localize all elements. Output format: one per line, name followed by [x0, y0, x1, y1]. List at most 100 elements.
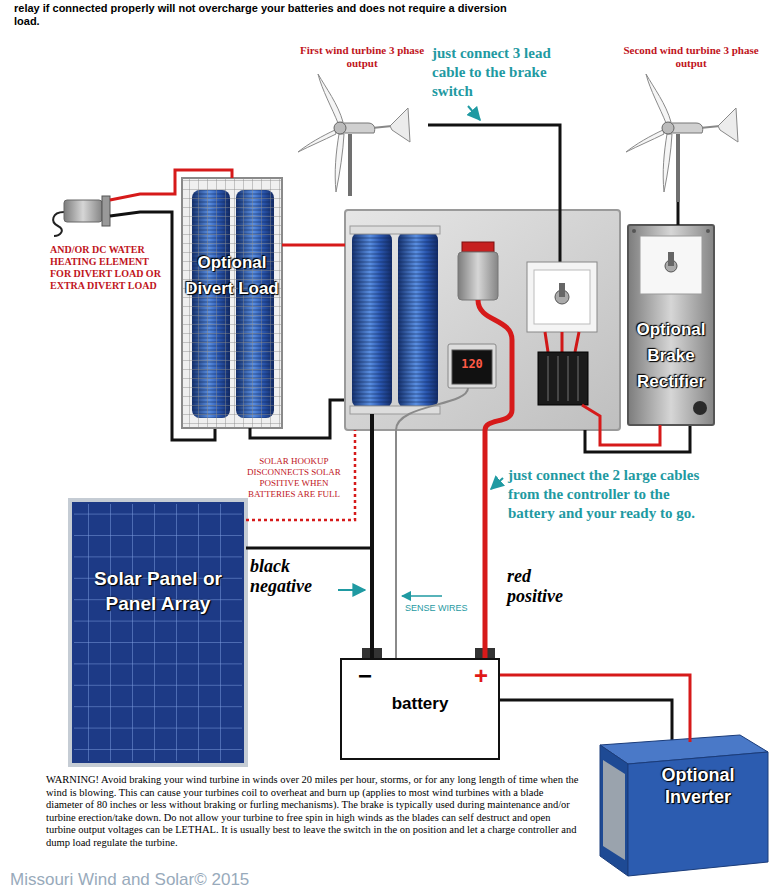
inverter-drawing [628, 752, 768, 876]
node-text: 120 [452, 357, 492, 371]
brake-rectifier-drawing [706, 229, 710, 233]
divert-load: Optional Divert Load [182, 178, 282, 428]
charge-controller-drawing [352, 232, 392, 408]
wire-connector [428, 125, 560, 210]
charge-controller-drawing [582, 405, 600, 430]
node-text: Optional Divert Load [184, 250, 280, 302]
divert-load-drawing [250, 400, 345, 438]
charge-controller-drawing [458, 252, 498, 300]
wind-turbine-drawing [348, 134, 352, 196]
wire-connector [282, 244, 345, 247]
wire-label: SENSE WIRES [404, 603, 478, 614]
wind-turbine: Second wind turbine 3 phase output [618, 44, 764, 202]
wire-label: black negative [248, 556, 334, 596]
charge-controller-drawing [398, 232, 438, 408]
solar-hookup-note: SOLAR HOOKUP DISCONNECTS SOLAR POSITIVE … [240, 456, 348, 500]
wind-turbine-drawing [334, 122, 346, 134]
charge-controller: 120 [345, 210, 620, 430]
wire-connector [483, 430, 488, 658]
charge-controller-drawing [559, 283, 565, 297]
charge-controller-drawing [398, 232, 438, 408]
wind-turbine-drawing [390, 108, 410, 142]
inverter-drawing [603, 760, 625, 860]
wire-connector [500, 675, 690, 728]
watermark: Missouri Wind and Solar© 2015 [10, 870, 310, 890]
inverter-drawing [600, 745, 628, 876]
charge-controller-drawing [452, 350, 492, 384]
charge-controller-drawing [350, 226, 440, 234]
wind-turbine-drawing [318, 74, 343, 123]
node-text: Optional Inverter [630, 764, 766, 808]
heating-element-drawing [53, 212, 64, 236]
brake-rectifier-drawing [628, 225, 714, 425]
solar-panel: Solar Panel or Panel Array [70, 500, 246, 765]
brake-rectifier-drawing [632, 229, 636, 233]
node-text: AND/OR DC WATER HEATING ELEMENT FOR DIVE… [50, 244, 164, 292]
charge-controller-drawing [548, 356, 578, 401]
node-text: battery [342, 694, 498, 714]
charge-controller-drawing [527, 262, 597, 332]
charge-controller-drawing [448, 344, 496, 388]
brake-rectifier-drawing [628, 225, 714, 425]
divert-load-drawing [182, 178, 282, 428]
solar-panel-drawing [246, 547, 370, 550]
charge-controller-drawing [559, 210, 562, 262]
leader-arrow [491, 478, 503, 489]
leader-arrow [338, 589, 365, 591]
inverter-drawing [689, 728, 692, 742]
battery-terminal [500, 700, 672, 742]
solar-panel-drawing [70, 500, 246, 765]
wind-turbine-drawing [718, 108, 738, 142]
wind-turbine-drawing [626, 74, 738, 202]
charge-controller-drawing [545, 332, 579, 352]
instruction-note: just connect 3 lead cable to the brake s… [432, 44, 584, 101]
water-heating-element: AND/OR DC WATER HEATING ELEMENT FOR DIVE… [48, 180, 166, 332]
solar-panel-drawing [70, 500, 370, 765]
heating-element-drawing [102, 196, 110, 226]
brake-rectifier-drawing [668, 252, 674, 266]
node-text: First wind turbine 3 phase output [296, 44, 428, 70]
wire-connector [677, 202, 680, 225]
node-text: + [468, 664, 494, 688]
charge-controller-drawing [345, 210, 620, 430]
brake-rectifier-drawing [693, 401, 707, 415]
heating-element-drawing [110, 194, 166, 200]
leader-arrow [468, 106, 480, 120]
instruction-note: just connect the 2 large cables from the… [508, 466, 704, 523]
wind-turbine-drawing [676, 134, 680, 202]
battery: − + battery [340, 658, 500, 760]
wind-turbine-drawing [663, 134, 672, 192]
node-text: − [352, 664, 378, 688]
leader-arrow [402, 595, 442, 597]
charge-controller-drawing [370, 414, 374, 430]
brake-rectifier-drawing [640, 236, 702, 294]
wire-connector [395, 430, 397, 658]
header-note: relay if connected properly will not ove… [14, 2, 534, 28]
wind-turbine-drawing [662, 122, 674, 134]
charge-controller-drawing [462, 242, 494, 252]
wind-turbine-drawing [298, 74, 410, 196]
wind-turbine: First wind turbine 3 phase output [296, 44, 428, 196]
wire-label: red positive [505, 566, 587, 606]
divert-load-drawing [182, 178, 282, 428]
brake-rectifier: Optional Brake Rectifier [628, 225, 714, 425]
wind-turbine-drawing [626, 130, 664, 152]
node-text: Solar Panel or Panel Array [74, 566, 242, 616]
wind-turbine-drawing [646, 74, 671, 123]
node-text: Optional Brake Rectifier [631, 317, 711, 395]
solar-panel-drawing [74, 504, 242, 761]
wire-connector [166, 170, 232, 194]
charge-controller-drawing [396, 388, 468, 430]
wind-turbine-drawing [298, 130, 336, 152]
wind-turbine-drawing [335, 134, 344, 192]
heating-element-drawing [64, 200, 102, 222]
leader-arrow [338, 106, 503, 596]
charge-controller-drawing [585, 425, 690, 452]
charge-controller-drawing [352, 232, 392, 408]
charge-controller-drawing [534, 270, 590, 324]
divert-load-drawing [182, 178, 345, 438]
wire-connector [370, 430, 374, 658]
wire-connector [600, 425, 660, 445]
node-text: Second wind turbine 3 phase output [618, 44, 764, 70]
